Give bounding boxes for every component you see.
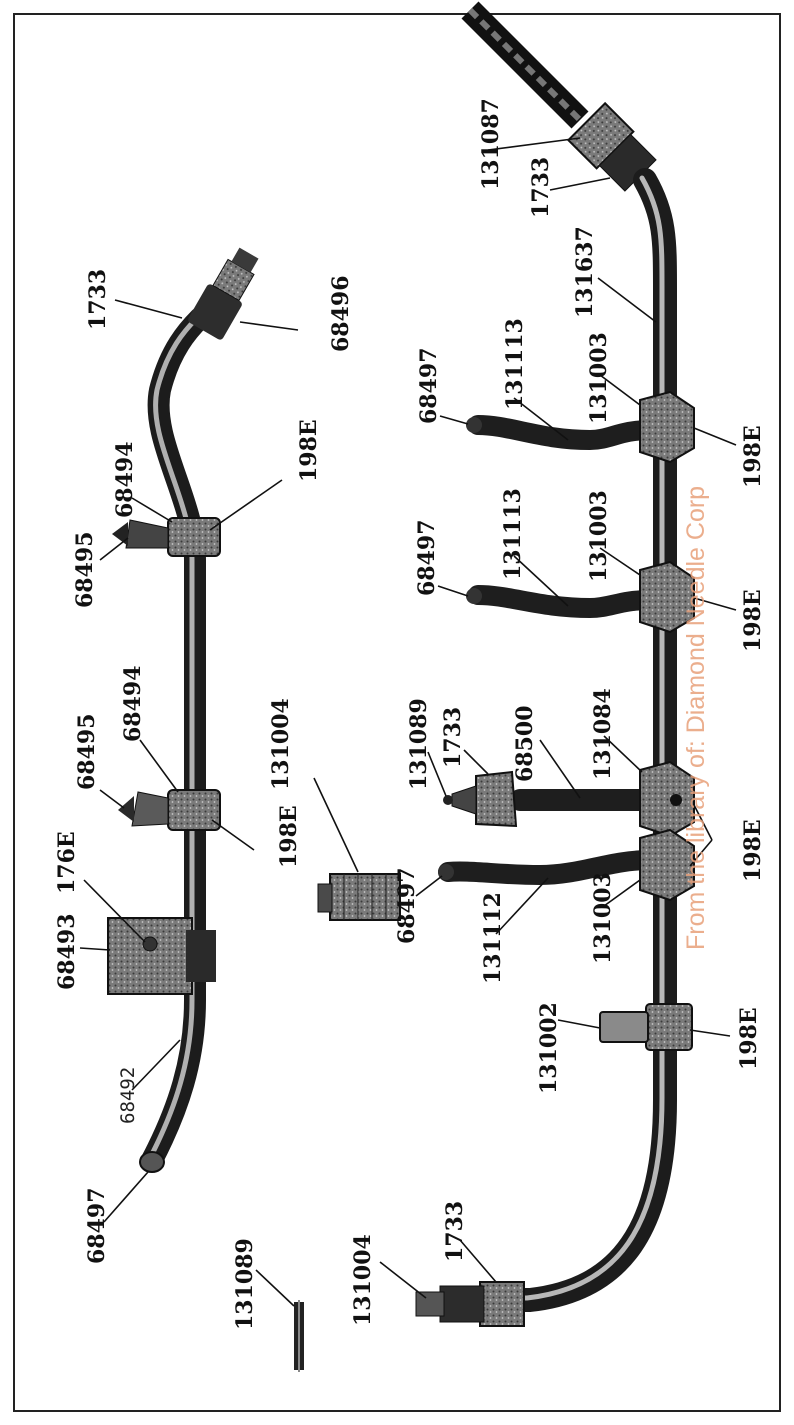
- label-68494-a: 68494: [112, 441, 138, 518]
- labels: 1733 68496 68494 68495 198E 68494 68495 …: [54, 98, 766, 1330]
- bracket-68493-icon: [107, 917, 216, 995]
- label-198e-lower-d: 198E: [736, 1007, 762, 1070]
- label-68492: 68492: [117, 1067, 139, 1124]
- branch-131113-b: [468, 585, 660, 619]
- connector-131004-a-icon: [317, 873, 401, 921]
- label-131004-middle: 131004: [268, 698, 294, 790]
- page-frame: [13, 13, 781, 1412]
- label-1733-upper: 1733: [85, 269, 111, 330]
- label-68495-a: 68495: [72, 531, 98, 608]
- label-68493: 68493: [54, 913, 80, 990]
- leader-lines: [79, 137, 737, 1307]
- tee-68494-a-icon: [112, 517, 221, 557]
- label-131003-a: 131003: [586, 332, 612, 424]
- tube-131089-icon: [294, 1300, 304, 1372]
- tee-68494-b-icon: [118, 789, 221, 831]
- tee-131084-icon: [639, 760, 695, 838]
- label-1733-lower: 1733: [442, 1201, 468, 1262]
- tip-68497-a-icon: [466, 417, 482, 433]
- label-131089-loose: 131089: [232, 1238, 258, 1330]
- label-131089-lower: 131089: [406, 698, 432, 790]
- tee-131003-c-icon: [639, 828, 695, 902]
- tee-131003-b-icon: [639, 560, 695, 634]
- label-131084: 131084: [590, 688, 616, 780]
- label-1733-mid: 1733: [440, 707, 466, 768]
- label-131003-c: 131003: [590, 872, 616, 964]
- fitting-1733-68496-icon: [188, 247, 259, 340]
- branch-131112: [438, 850, 660, 886]
- lower-assembly: [415, 1, 695, 1327]
- tip-68497-icon: [139, 1151, 165, 1173]
- label-131002: 131002: [536, 1002, 562, 1094]
- label-131113-a: 131113: [502, 318, 528, 410]
- watermark-text: From the library of: Diamond Needle Corp: [682, 486, 710, 950]
- plug-131002-icon: [599, 1003, 693, 1051]
- label-68496: 68496: [328, 275, 354, 352]
- label-68497-c: 68497: [394, 867, 420, 944]
- label-68495-b: 68495: [74, 713, 100, 790]
- fitting-1733-lower-icon: [415, 1281, 525, 1327]
- nut-1733-mid-icon: [475, 770, 518, 828]
- screw-176e-icon: [142, 936, 158, 952]
- label-198e-lower-b: 198E: [740, 589, 766, 652]
- label-131637: 131637: [572, 226, 598, 318]
- label-198e-a: 198E: [296, 419, 322, 482]
- tip-68497-b-icon: [466, 588, 482, 604]
- label-131004-lower: 131004: [350, 1234, 376, 1326]
- label-68497-b: 68497: [414, 519, 440, 596]
- label-198e-lower-a: 198E: [740, 425, 766, 488]
- label-198e-b: 198E: [276, 805, 302, 868]
- tee-131003-a-icon: [639, 390, 695, 464]
- upper-assembly: [107, 247, 259, 1173]
- pipe-131637: [458, 168, 677, 1312]
- label-198e-lower-c: 198E: [740, 819, 766, 882]
- label-131087: 131087: [478, 98, 504, 190]
- label-68494-b: 68494: [120, 665, 146, 742]
- label-131113-b: 131113: [500, 488, 526, 580]
- tube-131089-tip-icon: [443, 795, 453, 805]
- label-131003-b: 131003: [586, 490, 612, 582]
- pipe-68492: [141, 307, 211, 1171]
- label-1733-top: 1733: [528, 157, 554, 218]
- label-68497-upper: 68497: [84, 1187, 110, 1264]
- label-131112: 131112: [480, 892, 506, 984]
- label-68500: 68500: [512, 705, 538, 782]
- branch-131113-a: [468, 415, 660, 451]
- label-68497-a: 68497: [416, 347, 442, 424]
- label-176e: 176E: [54, 831, 80, 894]
